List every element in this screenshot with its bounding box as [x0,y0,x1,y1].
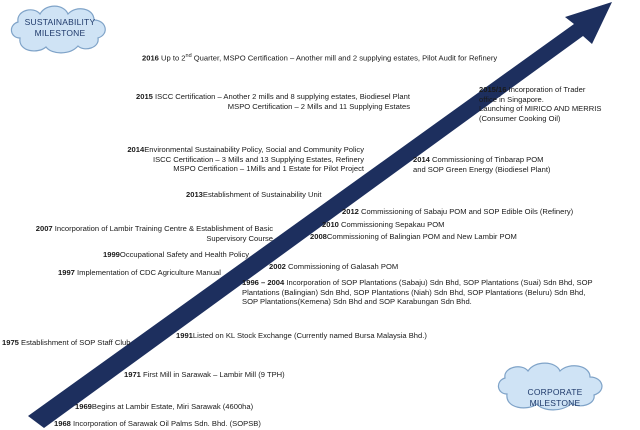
milestone-text: SOP Plantations(Kemena) Sdn Bhd and SOP … [242,297,472,307]
milestone-2012: 2012 Commissioning of Sabaju POM and SOP… [342,207,573,217]
milestone-1991: 1991Listed on KL Stock Exchange (Current… [176,331,427,341]
cloud-label-line: SUSTAINABILITY [24,17,96,27]
cloud-shape [497,362,603,411]
cloud-shape [10,5,106,54]
milestone-1969: 1969Begins at Lambir Estate, Miri Sarawa… [75,402,253,412]
milestone-1996-2004: 1996 – 2004 Incorporation of SOP Plantat… [242,278,593,307]
milestone-year: 2002 [269,262,286,271]
milestone-year: 2013 [186,190,203,199]
milestone-year: 1975 [2,338,19,347]
milestone-text: MSPO Certification – 1Mills and 1 Estate… [173,164,364,174]
milestone-text: Quarter, MSPO Certification – Another mi… [191,53,498,63]
milestone-1968: 1968 Incorporation of Sarawak Oil Palms … [54,419,261,429]
milestone-text: Incorporation of Lambir Training Centre … [54,224,273,233]
milestone-text: Occupational Safety and Health Policy [119,250,250,259]
milestone-2015-16: 2015/16 Incorporation of Trader office i… [479,85,601,123]
milestone-2014-sustainability: 2014Environmental Sustainability Policy,… [127,145,364,174]
milestone-text-sup: nd [185,53,192,59]
milestone-year: 2015/16 [479,85,507,94]
milestone-text: Launching of MIRICO AND MERRIS [479,104,602,114]
milestone-year: 1971 [124,370,141,379]
milestone-year: 1996 – 2004 [242,278,285,287]
milestone-text: Establishment of Sustainability Unit [202,190,322,199]
milestone-text: office in Singapore. [479,94,544,104]
milestone-1975: 1975 Establishment of SOP Staff Club [2,338,131,348]
milestone-2014-corporate: 2014 Commissioning of Tinbarap POM and S… [413,155,550,174]
milestone-text: Listed on KL Stock Exchange (Currently n… [192,331,427,340]
milestone-text: Supervisory Course [206,233,273,243]
milestone-text: Commissioning of Sabaju POM and SOP Edib… [361,207,574,216]
milestone-year: 1968 [54,419,71,428]
milestone-text: First Mill in Sarawak – Lambir Mill (9 T… [143,370,285,379]
milestone-text: Begins at Lambir Estate, Miri Sarawak (4… [91,402,254,411]
milestone-text: Commissioning of Tinbarap POM [432,155,544,164]
milestone-year: 1997 [58,268,75,277]
milestone-year: 2016 [142,53,159,63]
milestone-text: Incorporation of Sarawak Oil Palms Sdn. … [73,419,261,428]
milestone-2013: 2013Establishment of Sustainability Unit [186,190,322,200]
corporate-cloud [497,362,603,411]
milestone-year: 2012 [342,207,359,216]
milestone-year: 2015 [136,92,153,101]
milestone-2002: 2002 Commissioning of Galasah POM [269,262,398,272]
milestone-text: Plantations (Balingian) Sdn Bhd, SOP Pla… [242,287,586,297]
corporate-milestone-label: CORPORATE MILESTONE [527,387,583,408]
milestone-text: Incorporation of Trader [508,85,586,94]
milestone-text: Implementation of CDC Agriculture Manual [77,268,221,277]
milestone-1997: 1997 Implementation of CDC Agriculture M… [58,268,221,278]
milestone-year: 2014 [413,155,430,164]
milestone-year: 1999 [103,250,120,259]
milestone-text: Incorporation of SOP Plantations (Sabaju… [286,278,593,287]
milestone-text: Environmental Sustainability Policy, Soc… [144,145,364,154]
milestone-2008: 2008Commissioning of Balingian POM and N… [310,232,517,242]
milestone-year: 1969 [75,402,92,411]
milestone-year: 1991 [176,331,193,340]
milestone-1971: 1971 First Mill in Sarawak – Lambir Mill… [124,370,285,380]
milestone-year: 2014 [127,145,145,154]
milestone-1999: 1999Occupational Safety and Health Polic… [103,250,249,260]
milestone-text: ISCC Certification – Another 2 mills and… [155,92,410,101]
sustainability-milestone-label: SUSTAINABILITY MILESTONE [20,17,100,39]
milestone-year: 2007 [35,224,53,233]
milestone-text: Up to 2 [161,53,186,63]
milestone-text: and SOP Green Energy (Biodiesel Plant) [413,164,551,174]
milestone-2007: 2007 Incorporation of Lambir Training Ce… [36,224,273,243]
milestone-text: Commissioning of Galasah POM [288,262,399,271]
milestone-2010: 2010 Commissioning Sepakau POM [322,220,444,230]
milestone-text: Establishment of SOP Staff Club [21,338,131,347]
sustainability-cloud [10,5,106,54]
milestone-2015-sustainability: 2015 ISCC Certification – Another 2 mill… [136,92,410,111]
cloud-label-line: MILESTONE [34,28,86,38]
arrow-shape [28,2,612,428]
milestone-text: ISCC Certification – 3 Mills and 13 Supp… [152,154,364,164]
milestone-text: Commissioning Sepakau POM [341,220,445,229]
milestone-text: Commissioning of Balingian POM and New L… [326,232,517,241]
timeline-arrow [28,2,612,428]
milestone-2016: 2016 Up to 2nd Quarter, MSPO Certificati… [142,52,497,63]
milestone-text: (Consumer Cooking Oil) [479,113,561,123]
milestone-year: 2010 [322,220,339,229]
milestone-year: 2008 [310,232,327,241]
milestone-text: MSPO Certification – 2 Mills and 11 Supp… [227,101,410,111]
